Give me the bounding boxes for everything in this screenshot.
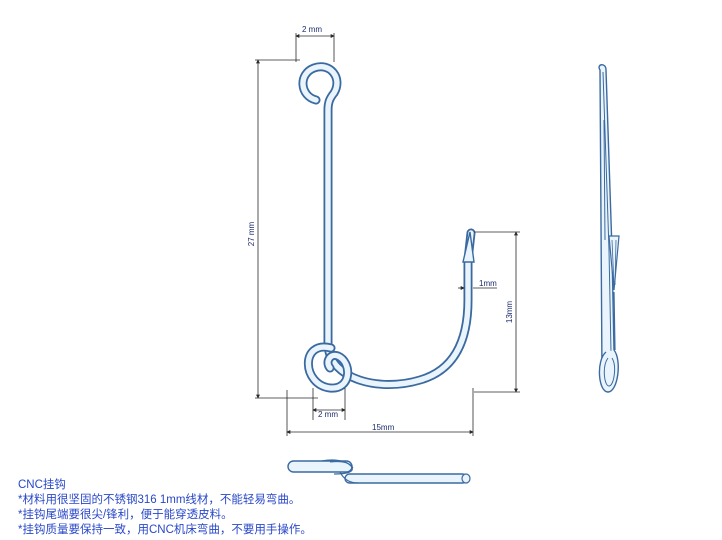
dimension-lines [255, 33, 520, 436]
dim-top-gap: 2 mm [302, 25, 322, 34]
note-quality: *挂钩质量要保持一致，用CNC机床弯曲，不要用手操作。 [18, 524, 312, 536]
note-material: *材料用很坚固的不锈钢316 1mm线材，不能轻易弯曲。 [18, 494, 301, 506]
hook-tip [462, 231, 475, 263]
notes-block: CNC挂钩 *材料用很坚固的不锈钢316 1mm线材，不能轻易弯曲。 *挂钩尾端… [18, 478, 708, 538]
side-view-hook [598, 64, 620, 393]
dim-width: 15mm [372, 423, 395, 432]
dim-wire: 1mm [479, 279, 497, 288]
front-view-hook [298, 62, 476, 393]
dim-height: 27 mm [247, 221, 256, 246]
hook-wire-inner [300, 64, 474, 388]
top-view-hook [287, 459, 471, 484]
bottom-eye-inner [305, 344, 351, 391]
notes-title: CNC挂钩 [18, 479, 66, 491]
dim-bottom-gap: 2 mm [318, 410, 338, 419]
dimension-labels: 2 mm 27 mm 2 mm 15mm 1mm 13mm [247, 25, 514, 432]
note-tip: *挂钩尾端要很尖/锋利，便于能穿透皮料。 [18, 509, 233, 521]
dim-tip-height: 13mm [505, 301, 514, 324]
